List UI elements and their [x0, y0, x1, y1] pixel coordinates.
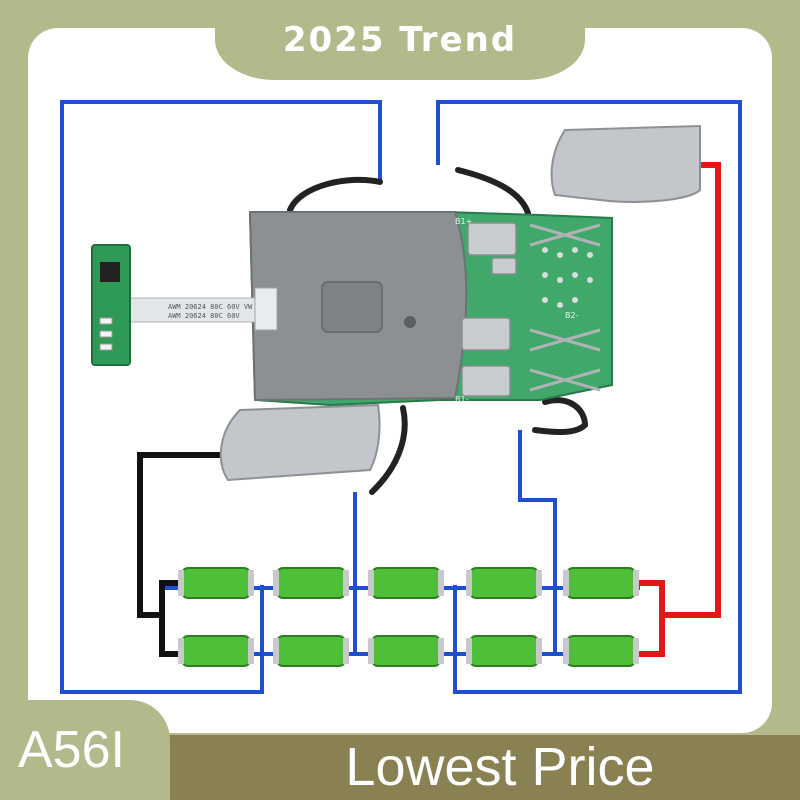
cell-row-top — [181, 567, 636, 599]
ribbon-cable-label: AWM 20624 80C 60V VW — [168, 303, 253, 311]
ribbon-cable-label-2: AWM 20624 80C 60V — [168, 312, 240, 320]
pcb-leads — [287, 167, 589, 495]
headline: 2025 Trend — [282, 20, 518, 60]
chip — [321, 281, 383, 333]
positive-metal-plate — [550, 124, 701, 203]
red-wire — [632, 162, 721, 657]
leds — [99, 317, 113, 351]
cell-caps — [178, 570, 639, 664]
label-b1-plus: B1+ — [455, 217, 472, 226]
negative-metal-plate — [219, 403, 381, 482]
price-label: Lowest Price — [345, 737, 655, 797]
mount-hole — [404, 316, 416, 328]
label-b1-minus: B1- — [455, 395, 469, 404]
pcb-clips — [529, 223, 601, 392]
model-tab — [0, 700, 170, 800]
pcb-dots — [542, 247, 593, 308]
terminal-pads — [461, 222, 517, 397]
battery-cells — [178, 567, 639, 667]
ribbon-connector — [254, 287, 278, 331]
label-b2-minus: B2- — [565, 311, 579, 320]
black-wire — [137, 452, 228, 657]
switch-button — [100, 262, 120, 282]
top-banner — [215, 0, 585, 80]
model-label: A56I — [18, 721, 125, 779]
